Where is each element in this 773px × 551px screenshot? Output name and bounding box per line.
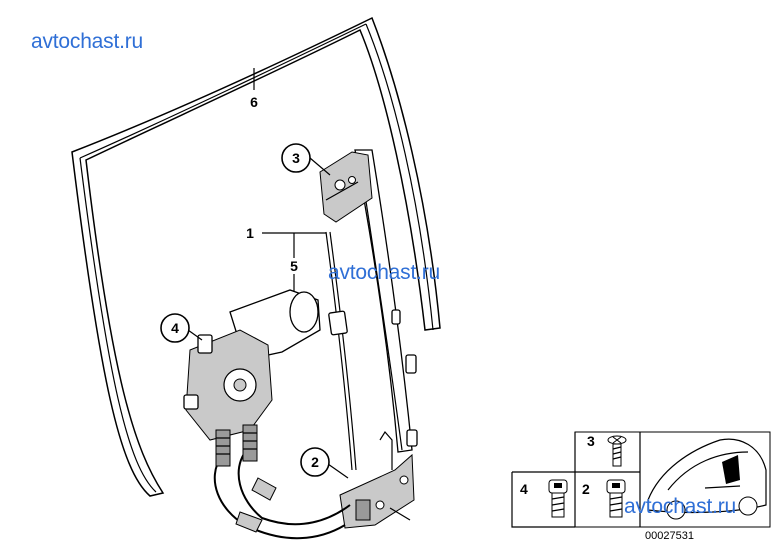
regulator-cable bbox=[213, 447, 351, 540]
window-frame bbox=[71, 16, 441, 497]
regulator-rail bbox=[325, 149, 418, 471]
window-motor bbox=[183, 289, 321, 467]
callout-2: 2 bbox=[311, 454, 319, 470]
watermark-top-left: avtochast.ru bbox=[31, 30, 143, 53]
car-thumbnail-icon bbox=[647, 438, 767, 520]
callout-4-circle: 4 bbox=[160, 313, 190, 343]
watermark-bottom-right: avtochast.ru bbox=[624, 495, 736, 518]
legend-num-4: 4 bbox=[520, 481, 528, 497]
watermark-center: avtochast.ru bbox=[328, 261, 440, 284]
screw-2-icon bbox=[606, 479, 626, 518]
top-bracket bbox=[319, 151, 373, 223]
screw-3-icon bbox=[607, 435, 627, 467]
bottom-bracket bbox=[339, 430, 415, 529]
callout-3-circle: 3 bbox=[281, 143, 311, 173]
screw-4-icon bbox=[548, 479, 568, 518]
callout-5: 5 bbox=[290, 258, 298, 274]
leader-lines bbox=[187, 68, 411, 521]
legend-table: 3 4 2 bbox=[511, 431, 771, 528]
callout-6: 6 bbox=[250, 94, 258, 110]
callout-1: 1 bbox=[246, 225, 254, 241]
callout-4: 4 bbox=[171, 320, 179, 336]
legend-num-2: 2 bbox=[582, 481, 590, 497]
callout-3: 3 bbox=[292, 150, 300, 166]
legend-num-3: 3 bbox=[587, 433, 595, 449]
callout-2-circle: 2 bbox=[300, 447, 330, 477]
diagram-id: 00027531 bbox=[645, 530, 694, 542]
